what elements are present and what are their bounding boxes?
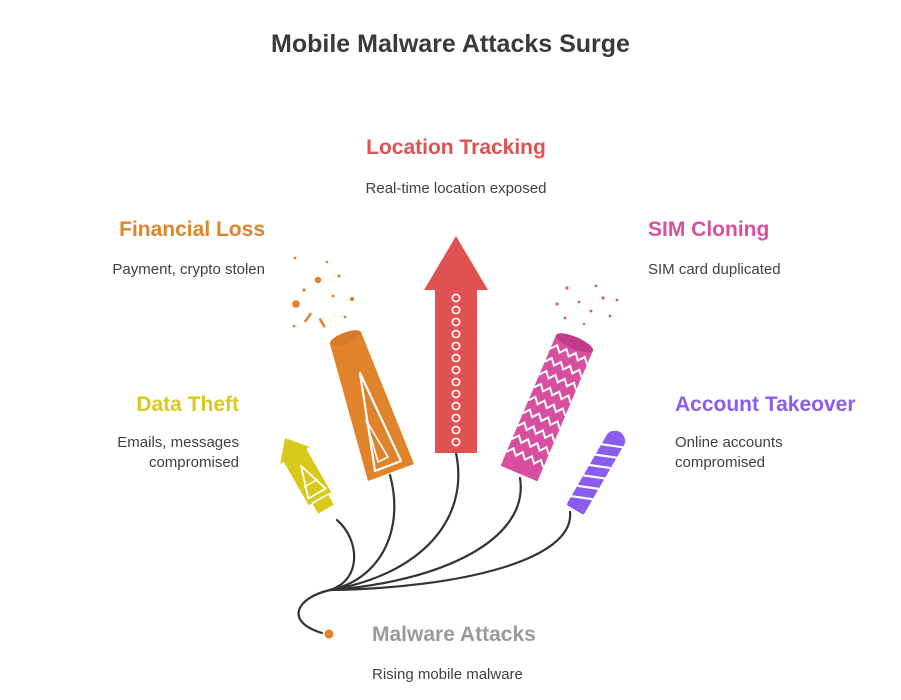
rocket-icon: [424, 236, 488, 453]
party-popper-icon: [292, 256, 414, 481]
desc-line: Online accounts: [675, 434, 783, 451]
desc-data-theft: Emails, messages compromised: [40, 433, 239, 473]
desc-financial-loss: Payment, crypto stolen: [112, 261, 265, 278]
sparks: [555, 284, 619, 326]
desc-line: compromised: [675, 454, 766, 471]
page-title: Mobile Malware Attacks Surge: [271, 30, 630, 58]
label-malware-attacks: Malware Attacks: [372, 623, 536, 646]
fuse-sim-cloning: [328, 476, 522, 592]
fuse-account-takeover: [328, 510, 572, 592]
rocket-icon: [280, 438, 334, 514]
desc-line: compromised: [148, 454, 239, 471]
fuse-location-tracking: [328, 451, 460, 592]
firework-tube-icon: [500, 284, 619, 482]
label-data-theft: Data Theft: [136, 393, 239, 416]
label-financial-loss: Financial Loss: [119, 218, 265, 241]
source-dot-icon: [324, 629, 334, 639]
desc-location-tracking: Real-time location exposed: [365, 180, 547, 197]
firecracker-icon: [567, 430, 626, 515]
fuse-data-theft: [297, 518, 356, 635]
desc-malware-attacks: Rising mobile malware: [372, 666, 523, 683]
confetti: [292, 256, 355, 328]
desc-line: Emails, messages: [117, 434, 239, 451]
fuse-lines: [297, 451, 572, 635]
desc-account-takeover: Online accounts compromised: [675, 433, 783, 473]
label-location-tracking: Location Tracking: [366, 136, 546, 159]
fuse-financial-loss: [328, 473, 396, 592]
desc-sim-cloning: SIM card duplicated: [648, 261, 781, 278]
label-account-takeover: Account Takeover: [675, 393, 856, 416]
label-sim-cloning: SIM Cloning: [648, 218, 770, 241]
